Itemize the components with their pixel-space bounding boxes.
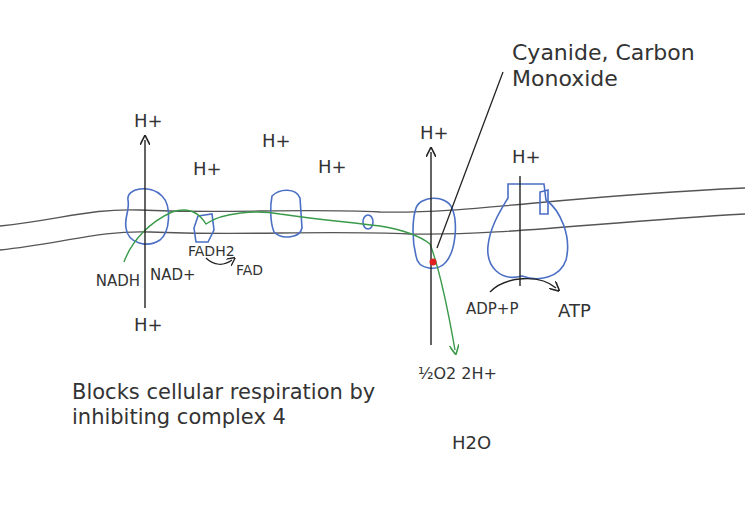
- substrate-label: ADP+P: [466, 300, 518, 318]
- electron-path: [124, 210, 455, 350]
- proton-label: H+: [193, 158, 222, 180]
- proton-label: H+: [318, 156, 347, 178]
- atp-synthase: [488, 184, 568, 279]
- proton-pump-arrow: [144, 140, 145, 308]
- ubiquinone: [363, 215, 373, 229]
- proton-label: H+: [262, 130, 291, 152]
- product-label: NAD+: [150, 266, 196, 284]
- proton-pump-arrow: [430, 152, 431, 345]
- inhibitor-note: Cyanide, Carbon Monoxide: [512, 40, 732, 93]
- substrate-label: NADH: [96, 272, 140, 290]
- product-label: H2O: [452, 432, 491, 454]
- caption-note: Blocks cellular respiration by inhibitin…: [72, 380, 412, 430]
- membrane-inner: [0, 214, 745, 250]
- substrate-label: ½O2 2H+: [418, 364, 497, 383]
- proton-channel-line: [519, 176, 520, 286]
- proton-label: H+: [134, 314, 163, 336]
- proton-label: H+: [134, 110, 163, 132]
- substrate-label: FADH2: [188, 243, 235, 260]
- leader-line: [437, 72, 503, 248]
- proton-label: H+: [420, 122, 449, 144]
- atp-synthesis-arc: [490, 279, 556, 292]
- proton-label: H+: [512, 146, 541, 168]
- atp-synthase-stalk: [540, 190, 548, 214]
- product-label: FAD: [236, 262, 263, 279]
- inhibition-site: [430, 259, 437, 266]
- product-label: ATP: [558, 300, 591, 322]
- complex-2: [194, 214, 214, 242]
